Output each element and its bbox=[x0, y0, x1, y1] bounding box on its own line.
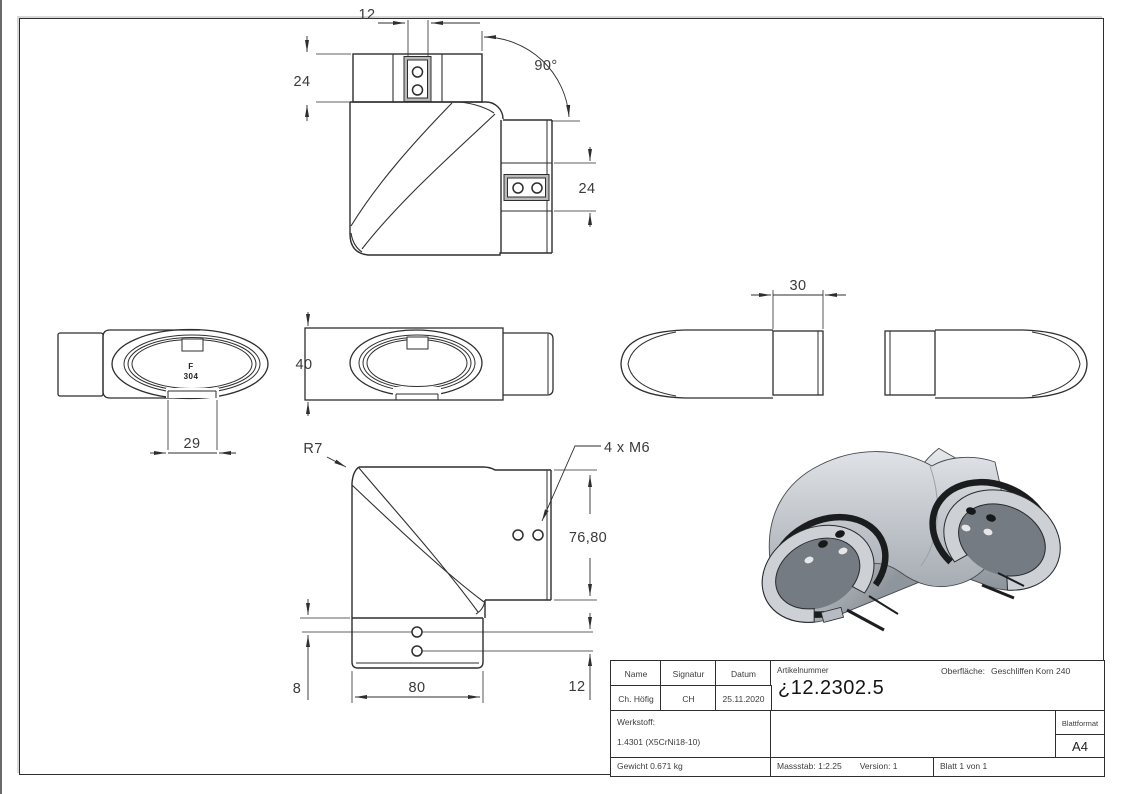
stamp-grade-f: F bbox=[188, 362, 193, 371]
title-block: Name Signatur Datum Artikelnummer ¿12.23… bbox=[610, 660, 1105, 777]
massstab-value: Massstab: 1:2.25 bbox=[777, 761, 842, 771]
dim-overall-height: 76,80 bbox=[569, 530, 607, 546]
titleblock-name-value: Ch. Höfig bbox=[610, 685, 662, 712]
dim-length: 80 bbox=[409, 680, 426, 696]
titleblock-werkstoff-cell: Werkstoff: 1.4301 (X5CrNi18-10) bbox=[610, 710, 772, 759]
oberflaeche-value: Geschliffen Korn 240 bbox=[990, 666, 1071, 676]
thread-note: 4 x M6 bbox=[604, 440, 650, 456]
dim-collar-right: 24 bbox=[579, 181, 596, 197]
dim-tube-height: 40 bbox=[296, 357, 313, 373]
blattformat-value: A4 bbox=[1055, 734, 1105, 759]
front-view: 40 bbox=[296, 312, 554, 416]
dim-edge-offset: 8 bbox=[293, 681, 301, 697]
titleblock-datum-header: Datum bbox=[715, 660, 772, 687]
iso-screw-holes bbox=[803, 507, 996, 565]
titleblock-artikelnummer-cell: Artikelnummer ¿12.2302.5 Oberfläche: Gesc… bbox=[770, 660, 1105, 712]
titleblock-datum-value: 25.11.2020 bbox=[715, 685, 772, 712]
artikelnummer-label: Artikelnummer bbox=[777, 666, 829, 675]
titleblock-signatur-header: Signatur bbox=[660, 660, 717, 687]
stamp-grade-304: 304 bbox=[184, 372, 199, 381]
blatt-value: Blatt 1 von 1 bbox=[933, 757, 1105, 777]
werkstoff-value: 1.4301 (X5CrNi18-10) bbox=[617, 737, 701, 747]
top-view: 12 24 90° 24 bbox=[294, 7, 596, 256]
blattformat-label: Blattformat bbox=[1055, 710, 1105, 736]
oberflaeche-label: Oberfläche: bbox=[941, 666, 985, 676]
dim-collar-length: 30 bbox=[790, 278, 807, 294]
left-end-view: F 304 29 bbox=[57, 328, 269, 455]
dim-hole-spacing: 12 bbox=[569, 679, 586, 695]
gewicht-value: Gewicht 0.671 kg bbox=[610, 757, 772, 777]
titleblock-signatur-value: CH bbox=[660, 685, 717, 712]
window-edge bbox=[0, 0, 2, 794]
titleblock-name-header: Name bbox=[610, 660, 662, 687]
massstab-cell: Massstab: 1:2.25 Version: 1 bbox=[770, 757, 935, 777]
dim-collar-left: 24 bbox=[294, 74, 311, 90]
radius-label: R7 bbox=[303, 441, 322, 457]
dim-angle: 90° bbox=[534, 58, 557, 74]
iso-3d-view bbox=[761, 447, 1061, 632]
dim-slot-width: 12 bbox=[359, 7, 376, 23]
side-view-left-capsule: 30 bbox=[620, 278, 846, 399]
titleblock-empty-cell bbox=[770, 710, 1057, 759]
version-value: Version: 1 bbox=[859, 761, 898, 771]
main-section-view: R7 4 x M6 76,80 8 80 12 bbox=[293, 440, 650, 703]
side-view-right-capsule bbox=[884, 329, 1088, 399]
werkstoff-label: Werkstoff: bbox=[617, 717, 655, 727]
drawing-frame bbox=[19, 18, 1104, 775]
artikelnummer-value: ¿12.2302.5 bbox=[778, 677, 885, 699]
dim-tab-width: 29 bbox=[184, 436, 201, 452]
